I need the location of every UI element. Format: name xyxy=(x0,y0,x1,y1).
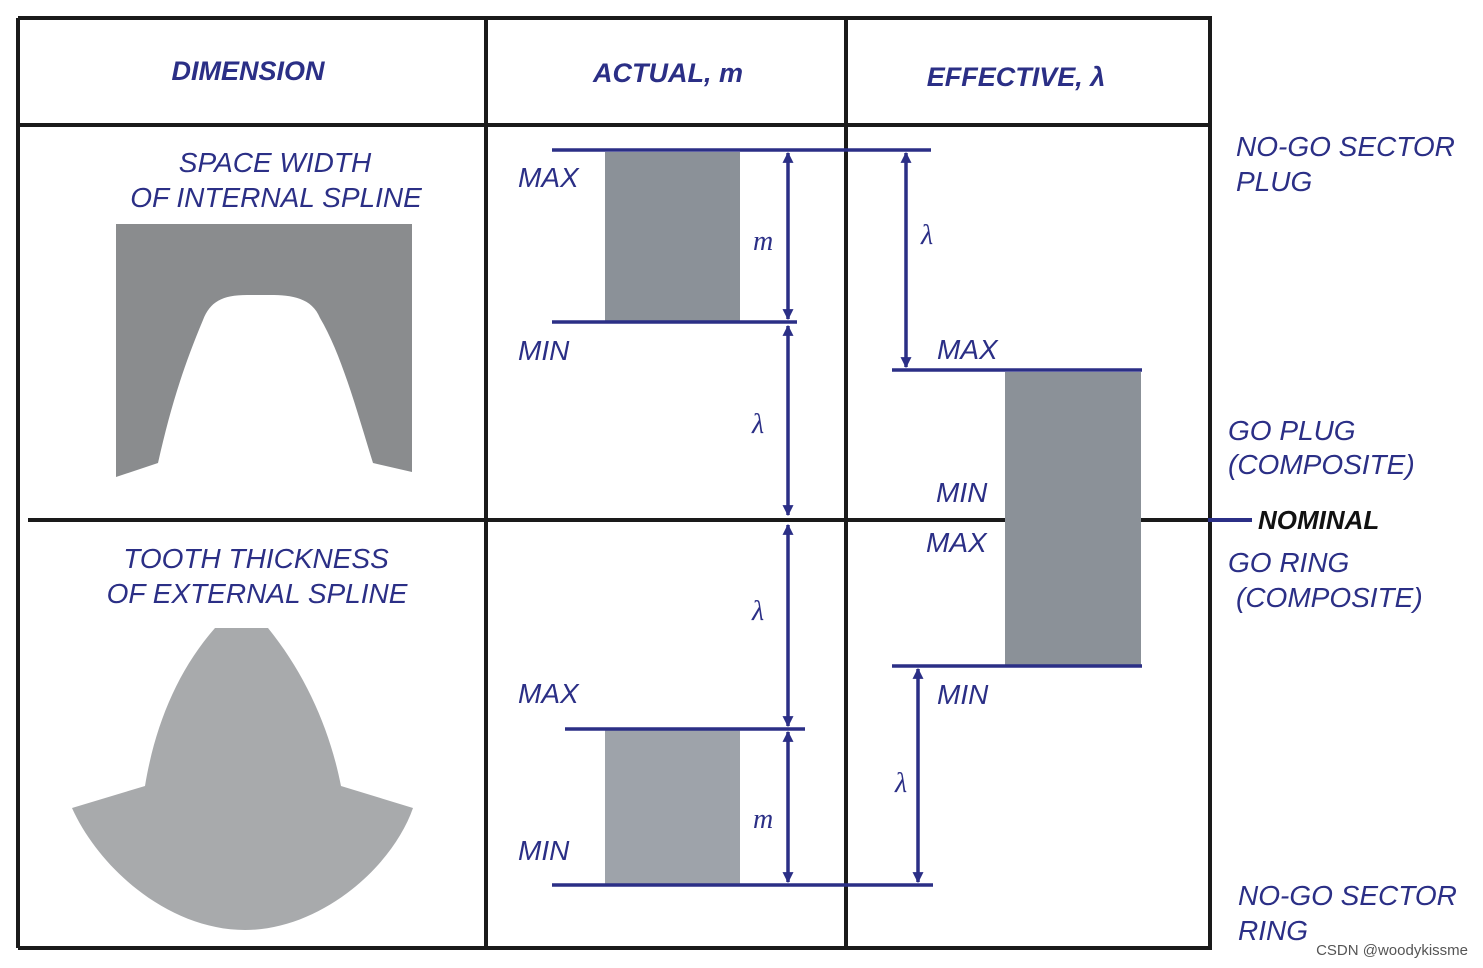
header-dimension: DIMENSION xyxy=(171,56,325,86)
go-plug-label-line2: (COMPOSITE) xyxy=(1228,449,1415,480)
actual-lambda-bottom-label: λ xyxy=(751,596,764,627)
actual-top-min-label: MIN xyxy=(518,335,570,366)
actual-bottom-max-label: MAX xyxy=(518,678,580,709)
internal-spline-label-line1: SPACE WIDTH xyxy=(179,147,372,178)
internal-spline-space-shape xyxy=(116,224,412,477)
effective-lambda-top-label: λ xyxy=(920,220,933,251)
watermark: CSDN @woodykissme xyxy=(1316,942,1468,959)
go-ring-label-line1: GO RING xyxy=(1228,547,1349,578)
table-frame xyxy=(16,16,1212,950)
effective-tolerance-band xyxy=(1005,372,1141,665)
actual-tolerance-band-external xyxy=(605,730,740,885)
go-ring-label-line2: (COMPOSITE) xyxy=(1236,582,1423,613)
header-actual: ACTUAL, m xyxy=(592,58,743,88)
effective-lower-min-label: MIN xyxy=(937,679,989,710)
external-spline-label-line2: OF EXTERNAL SPLINE xyxy=(107,578,408,609)
no-go-sector-plug-label-line2: PLUG xyxy=(1236,166,1312,197)
no-go-sector-plug-label-line1: NO-GO SECTOR xyxy=(1236,131,1455,162)
actual-top-max-label: MAX xyxy=(518,162,580,193)
external-spline-tooth-shape xyxy=(72,628,413,930)
effective-upper-min-label: MIN xyxy=(936,477,988,508)
go-plug-label-line1: GO PLUG xyxy=(1228,415,1356,446)
no-go-sector-ring-label-line2: RING xyxy=(1238,915,1308,946)
effective-upper-max-label: MAX xyxy=(937,334,999,365)
header-effective: EFFECTIVE, λ xyxy=(927,62,1106,92)
external-spline-label-line1: TOOTH THICKNESS xyxy=(123,543,389,574)
internal-spline-label-line2: OF INTERNAL SPLINE xyxy=(130,182,422,213)
no-go-sector-ring-label-line1: NO-GO SECTOR xyxy=(1238,880,1457,911)
actual-lambda-top-label: λ xyxy=(751,409,764,440)
actual-m-bottom-label: m xyxy=(753,804,773,835)
nominal-label: NOMINAL xyxy=(1258,505,1379,535)
effective-lambda-bottom-label: λ xyxy=(894,768,907,799)
actual-bottom-min-label: MIN xyxy=(518,835,570,866)
actual-m-top-label: m xyxy=(753,226,773,257)
actual-tolerance-band-internal xyxy=(605,152,740,322)
effective-lower-max-label: MAX xyxy=(926,527,988,558)
